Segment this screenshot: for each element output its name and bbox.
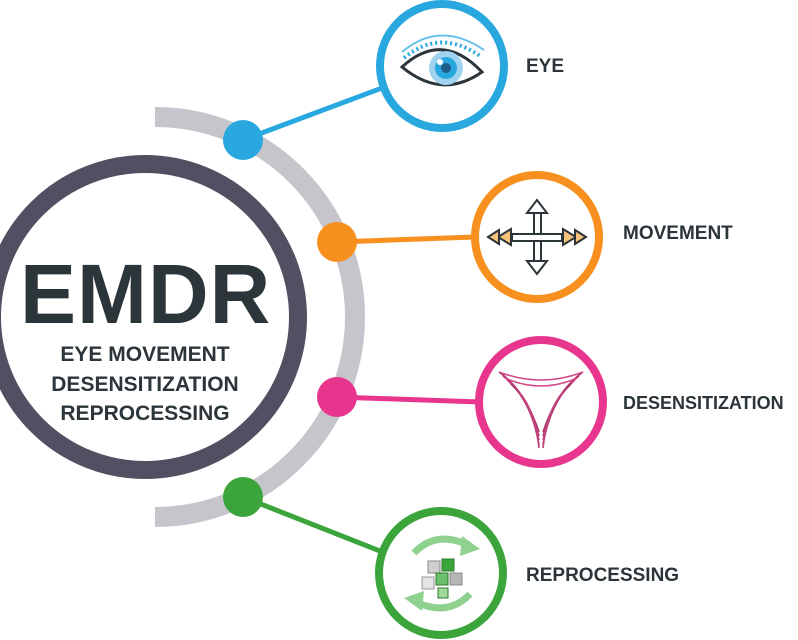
- subtitle-line-3: REPROCESSING: [60, 402, 230, 425]
- four-way-arrows-icon: [486, 198, 588, 276]
- step-reprocessing-connector: [242, 494, 386, 556]
- diagram-title: EMDR: [20, 247, 272, 341]
- step-movement: [317, 171, 603, 303]
- step-desensitization-connector: [336, 394, 481, 405]
- step-eye-connector: [242, 82, 391, 143]
- step-movement-connector: [336, 234, 476, 245]
- step-label-reprocessing: REPROCESSING: [526, 565, 680, 586]
- step-eye-dot: [223, 120, 263, 160]
- center-ring: [0, 155, 307, 479]
- step-movement-dot: [317, 222, 357, 262]
- recycle-arrows-icon: [404, 535, 480, 612]
- step-reprocessing-dot: [223, 477, 263, 517]
- step-desensitization: [317, 336, 607, 468]
- wave-lines-icon: [498, 371, 584, 449]
- step-eye: [223, 0, 508, 160]
- step-label-eye: EYE: [526, 56, 565, 77]
- step-desensitization-ring: [475, 336, 607, 468]
- step-desensitization-dot: [317, 377, 357, 417]
- step-label-desensitization: DESENSITIZATION: [623, 393, 784, 413]
- step-label-movement: MOVEMENT: [623, 223, 733, 244]
- eye-icon: [399, 34, 485, 87]
- subtitle-line-2: DESENSITIZATION: [51, 373, 239, 396]
- step-reprocessing: [223, 477, 507, 639]
- subtitle-line-1: EYE MOVEMENT: [60, 343, 230, 366]
